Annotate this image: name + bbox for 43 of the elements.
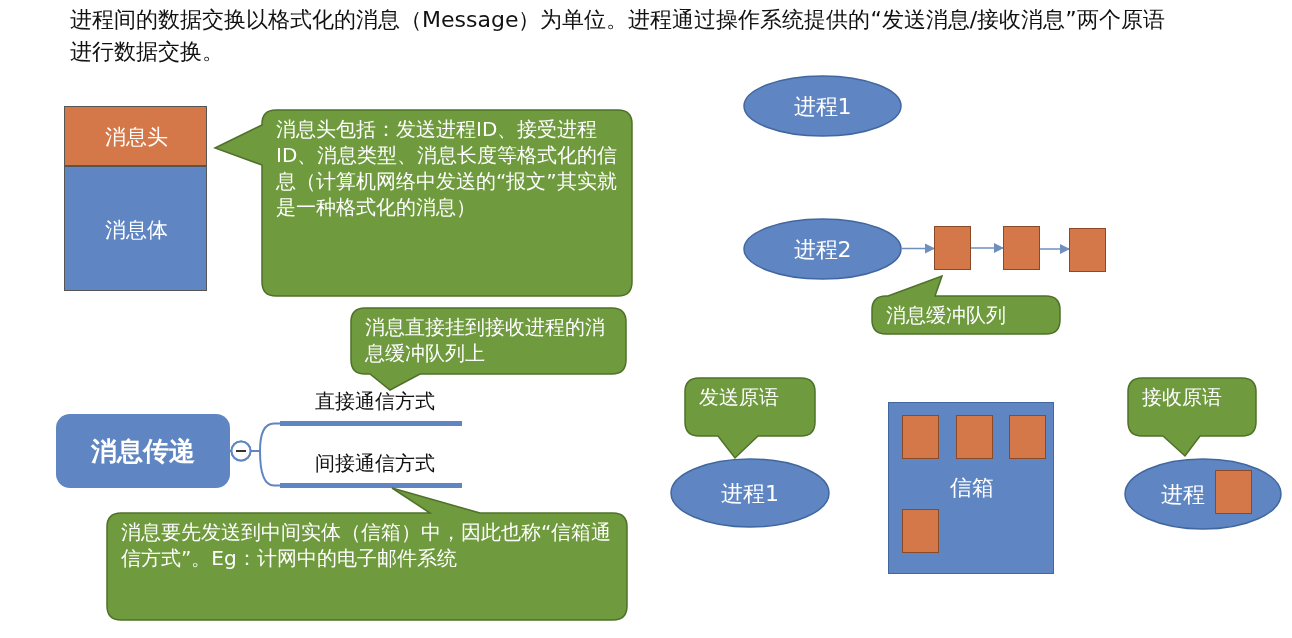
node-label: 信箱 <box>949 474 995 502</box>
callout-text: 消息缓冲队列 <box>886 302 1007 328</box>
node-label: 消息头 <box>104 124 169 152</box>
branch-connector <box>229 440 281 487</box>
message-square <box>934 226 971 270</box>
node-label: 进程2 <box>792 235 853 264</box>
message-square <box>1003 226 1040 270</box>
message-square <box>902 415 939 459</box>
node-label: 进程 <box>1160 480 1206 509</box>
node-label: 消息传递 <box>90 435 196 469</box>
callout-text: 消息直接挂到接收进程的消息缓冲队列上 <box>365 314 606 366</box>
branch-label: 间接通信方式 <box>280 446 462 488</box>
message-square <box>1215 470 1252 514</box>
branch-label: 直接通信方式 <box>280 384 462 426</box>
heading-text: 进程间的数据交换以格式化的消息（Message）为单位。进程通过操作系统提供的“发送消息/接收消息”两个原语进行数据交换。 <box>70 6 1166 66</box>
message-square <box>1009 415 1046 459</box>
callout-bubble <box>351 308 626 390</box>
mailbox-box <box>888 402 1054 574</box>
node-label: 消息体 <box>104 216 169 244</box>
callout-text: 接收原语 <box>1142 384 1223 410</box>
message-square <box>956 415 993 459</box>
arrow <box>1039 243 1071 255</box>
callout-bubble <box>1128 378 1256 456</box>
body-box <box>64 166 207 291</box>
callout-text: 消息头包括：发送进程ID、接受进程ID、消息类型、消息长度等格式化的信息（计算机网络中发送的“报文”其实就是一种格式化的消息） <box>276 116 619 220</box>
process-ellipse <box>743 218 902 280</box>
callout-bubble <box>685 378 815 458</box>
process-ellipse <box>743 75 902 137</box>
message-square <box>1069 228 1106 272</box>
node-label: 进程1 <box>720 479 780 508</box>
arrow <box>901 243 936 254</box>
process-ellipse <box>670 458 830 528</box>
callout-bubble <box>872 276 1060 334</box>
callout-text: 发送原语 <box>699 384 780 410</box>
message-square <box>902 509 939 553</box>
callout-text: 消息要先发送到中间实体（信箱）中，因此也称“信箱通信方式”。Eg：计网中的电子邮件系统 <box>121 519 613 571</box>
arrow <box>970 242 1005 254</box>
process-ellipse <box>1124 458 1282 530</box>
topic-box <box>56 414 230 488</box>
node-label: 进程1 <box>792 92 853 121</box>
header-box <box>64 106 207 166</box>
callout-bubble <box>107 488 627 620</box>
callout-bubble <box>215 110 632 296</box>
